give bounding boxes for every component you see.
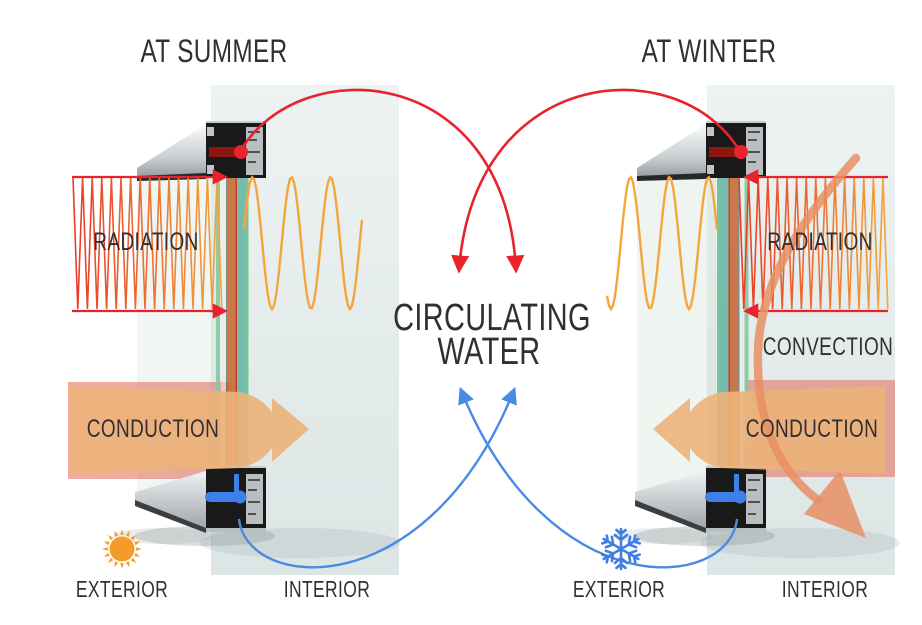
winter-convection-label: CONVECTION (763, 332, 893, 360)
winter-interior-label: INTERIOR (782, 578, 868, 603)
snowflake-icon (601, 527, 641, 571)
summer-glass-unit (216, 163, 249, 490)
radiation-bound-arrows (72, 169, 888, 319)
winter-radiation-waves (738, 177, 889, 310)
summer-transmitted-wave (242, 175, 364, 312)
summer-title: AT SUMMER (140, 34, 287, 70)
winter-exterior-label: EXTERIOR (573, 578, 665, 603)
summer-radiation-label: RADIATION (93, 227, 198, 255)
winter-glass-unit (717, 163, 749, 490)
winter-radiation-label: RADIATION (767, 227, 872, 255)
summer-hot-water-loop (239, 88, 525, 274)
convection-arrow (753, 153, 861, 505)
winter-conduction-label: CONDUCTION (746, 414, 878, 442)
summer-conduction-label: CONDUCTION (87, 414, 219, 442)
circulating-water-label-line2: WATER (438, 330, 541, 373)
winter-hot-water-loop (451, 88, 741, 274)
summer-conduction-arrow (70, 386, 309, 474)
sun-icon (102, 529, 142, 569)
winter-cold-water-loop (458, 386, 739, 569)
circulating-water-label-line1: CIRCULATING (393, 296, 591, 339)
summer-radiation-waves (72, 177, 223, 310)
summer-cold-water-loop (237, 386, 517, 569)
winter-title: AT WINTER (642, 34, 777, 70)
winter-transmitted-wave (605, 175, 719, 312)
summer-interior-label: INTERIOR (284, 578, 370, 603)
convection-arrowhead-icon (804, 470, 866, 538)
summer-exterior-label: EXTERIOR (76, 578, 168, 603)
